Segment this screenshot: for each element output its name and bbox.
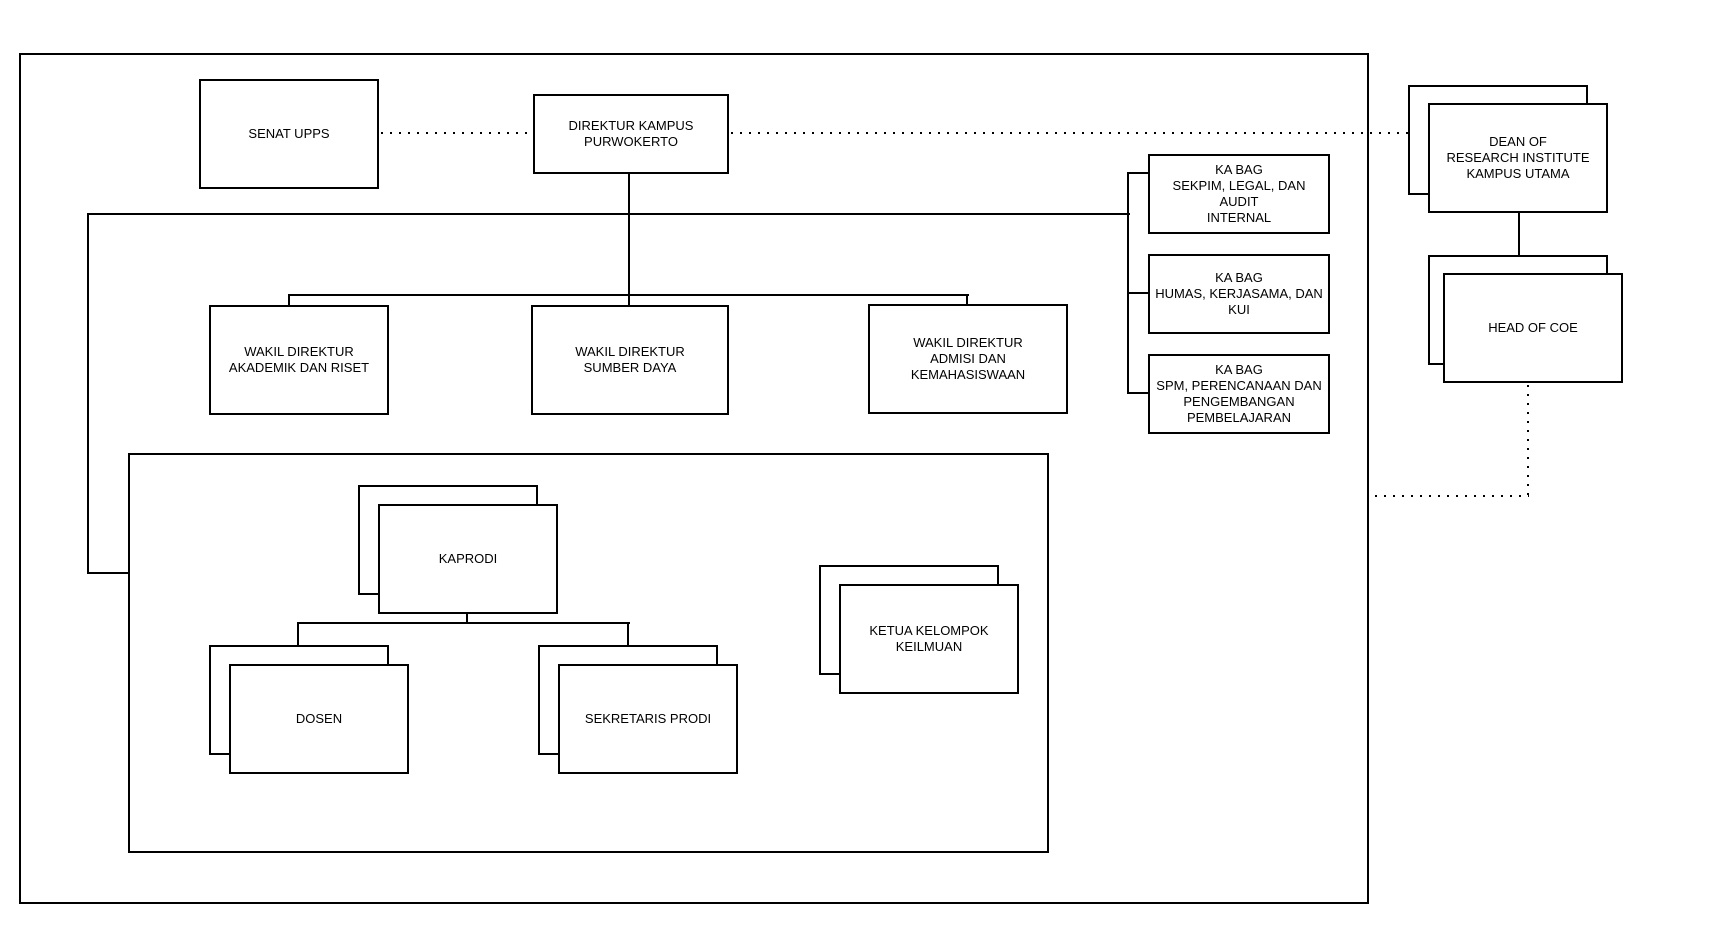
node-kabag-humas-label: KA BAG HUMAS, KERJASAMA, DAN KUI bbox=[1155, 270, 1323, 317]
node-kabag-spm-label: KA BAG SPM, PERENCANAAN DAN PENGEMBANGAN… bbox=[1156, 362, 1322, 425]
node-wadir-akademik-label: WAKIL DIREKTUR AKADEMIK DAN RISET bbox=[228, 344, 370, 375]
prodi-group-frame bbox=[128, 453, 1049, 853]
connector-kaprodi-bar bbox=[298, 622, 630, 624]
connector-wadir-bar bbox=[288, 294, 969, 296]
connector-left-drop bbox=[87, 213, 89, 574]
node-dean-research-label: DEAN OF RESEARCH INSTITUTE KAMPUS UTAMA bbox=[1446, 134, 1590, 181]
dotted-coe-down bbox=[1527, 385, 1529, 497]
node-kabag-sekpim: KA BAG SEKPIM, LEGAL, DAN AUDIT INTERNAL bbox=[1148, 154, 1330, 234]
node-dosen-label: DOSEN bbox=[295, 711, 343, 726]
node-kabag-humas: KA BAG HUMAS, KERJASAMA, DAN KUI bbox=[1148, 254, 1330, 334]
connector-dean-to-coe bbox=[1518, 211, 1520, 257]
node-senat-upps: SENAT UPPS bbox=[199, 79, 379, 189]
dotted-direktur-dean bbox=[731, 132, 1408, 134]
campus-boundary-frame bbox=[19, 53, 1369, 904]
connector-kabag-spm-stub bbox=[1127, 392, 1148, 394]
node-kabag-spm: KA BAG SPM, PERENCANAAN DAN PENGEMBANGAN… bbox=[1148, 354, 1330, 434]
connector-main-crossbar bbox=[87, 213, 1130, 215]
node-dosen: DOSEN bbox=[229, 664, 409, 774]
node-ketua-kelompok-label: KETUA KELOMPOK KEILMUAN bbox=[869, 623, 989, 654]
connector-kabag-sekpim-stub bbox=[1127, 172, 1148, 174]
node-head-coe: HEAD OF COE bbox=[1443, 273, 1623, 383]
node-sekretaris-prodi-label: SEKRETARIS PRODI bbox=[584, 711, 712, 726]
connector-kabag-spine bbox=[1127, 172, 1129, 394]
connector-dosen-stub bbox=[297, 622, 299, 646]
connector-kaprodi-down bbox=[466, 612, 468, 624]
node-direktur-kampus-label: DIREKTUR KAMPUS PURWOKERTO bbox=[568, 118, 694, 149]
node-wadir-akademik: WAKIL DIREKTUR AKADEMIK DAN RISET bbox=[209, 305, 389, 415]
connector-direktur-down bbox=[628, 174, 630, 306]
connector-wadir-admisi-stub bbox=[966, 294, 968, 305]
connector-left-foot-to-prodi-frame bbox=[87, 572, 130, 574]
connector-wadir-akademik-stub bbox=[288, 294, 290, 306]
node-kabag-sekpim-label: KA BAG SEKPIM, LEGAL, DAN AUDIT INTERNAL bbox=[1172, 162, 1306, 225]
dotted-senat-direktur bbox=[381, 132, 533, 134]
connector-sekretaris-stub bbox=[627, 622, 629, 646]
node-senat-upps-label: SENAT UPPS bbox=[248, 126, 330, 141]
node-sekretaris-prodi: SEKRETARIS PRODI bbox=[558, 664, 738, 774]
node-wadir-sumber-daya: WAKIL DIREKTUR SUMBER DAYA bbox=[531, 305, 729, 415]
dotted-coe-to-frame bbox=[1375, 495, 1529, 497]
node-wadir-admisi: WAKIL DIREKTUR ADMISI DAN KEMAHASISWAAN bbox=[868, 304, 1068, 414]
connector-kabag-humas-stub bbox=[1127, 292, 1148, 294]
node-ketua-kelompok: KETUA KELOMPOK KEILMUAN bbox=[839, 584, 1019, 694]
node-direktur-kampus: DIREKTUR KAMPUS PURWOKERTO bbox=[533, 94, 729, 174]
node-kaprodi: KAPRODI bbox=[378, 504, 558, 614]
node-dean-research: DEAN OF RESEARCH INSTITUTE KAMPUS UTAMA bbox=[1428, 103, 1608, 213]
node-wadir-sumber-daya-label: WAKIL DIREKTUR SUMBER DAYA bbox=[575, 344, 685, 375]
node-wadir-admisi-label: WAKIL DIREKTUR ADMISI DAN KEMAHASISWAAN bbox=[910, 335, 1026, 382]
node-kaprodi-label: KAPRODI bbox=[438, 551, 498, 566]
node-head-coe-label: HEAD OF COE bbox=[1488, 320, 1578, 335]
